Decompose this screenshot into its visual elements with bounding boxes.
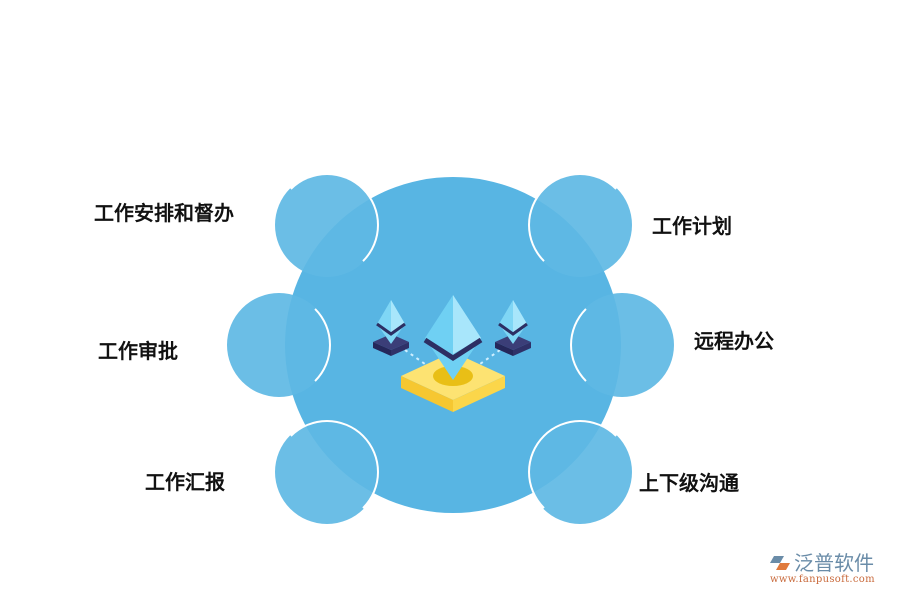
label-work-report: 工作汇报 bbox=[145, 470, 225, 494]
label-work-approval: 工作审批 bbox=[98, 339, 178, 363]
node-circle-mid-right bbox=[570, 293, 674, 397]
node-circle-top-right bbox=[528, 173, 632, 277]
label-work-arrangement: 工作安排和督办 bbox=[94, 201, 234, 225]
logo-url: www.fanpusoft.com bbox=[770, 574, 875, 585]
logo-mark-icon bbox=[770, 556, 790, 570]
node-circle-top-left bbox=[275, 173, 379, 277]
ethereum-crystals-icon bbox=[373, 295, 531, 412]
node-circle-bottom-left bbox=[275, 420, 379, 524]
label-work-plan: 工作计划 bbox=[652, 214, 732, 238]
logo-name: 泛普软件 bbox=[794, 551, 874, 575]
brand-logo: 泛普软件 www.fanpusoft.com bbox=[770, 552, 895, 585]
label-communication: 上下级沟通 bbox=[639, 471, 739, 495]
node-circle-bottom-right bbox=[528, 420, 632, 524]
label-remote-work: 远程办公 bbox=[694, 329, 774, 353]
node-circle-mid-left bbox=[227, 293, 331, 397]
